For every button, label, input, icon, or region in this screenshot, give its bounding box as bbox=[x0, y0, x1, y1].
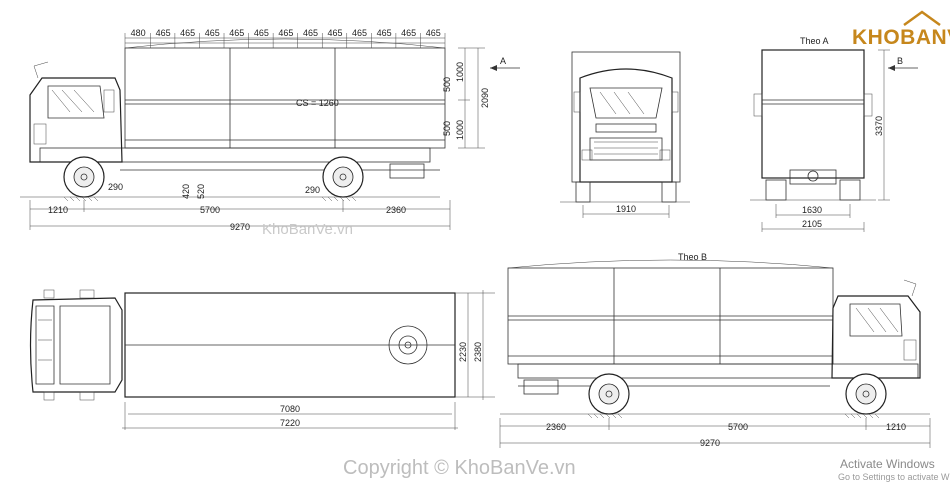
side-top-dim-5: 465 bbox=[254, 28, 269, 38]
side-dim-1210: 1210 bbox=[48, 205, 68, 215]
activate-windows-title: Activate Windows bbox=[840, 457, 935, 471]
side-b-view: Theo B 2360 5700 1210 92 bbox=[499, 252, 931, 448]
side-top-dim-6: 465 bbox=[278, 28, 293, 38]
brand-logo: KHOBANVE bbox=[852, 26, 950, 49]
side-top-dim-1: 465 bbox=[156, 28, 171, 38]
small-dim-520: 520 bbox=[196, 184, 206, 199]
top-length-7220: 7220 bbox=[280, 418, 300, 428]
rear-view: Theo A 1630 2105 3370 B bbox=[750, 36, 918, 232]
top-length-7080: 7080 bbox=[280, 404, 300, 414]
small-dim-290-front: 290 bbox=[108, 182, 123, 192]
side-b-overall-9270: 9270 bbox=[700, 438, 720, 448]
side-overall-9270: 9270 bbox=[230, 222, 250, 232]
view-arrow-b: B bbox=[897, 56, 903, 66]
side-height-2090: 2090 bbox=[480, 88, 490, 108]
watermark-copyright: Copyright © KhoBanVe.vn bbox=[343, 457, 576, 479]
rear-track-1630: 1630 bbox=[802, 205, 822, 215]
side-b-title: Theo B bbox=[678, 252, 707, 262]
rear-width-2105: 2105 bbox=[802, 219, 822, 229]
side-height-500-bottom: 500 bbox=[442, 121, 452, 136]
side-top-dim-3: 465 bbox=[205, 28, 220, 38]
side-top-dim-9: 465 bbox=[352, 28, 367, 38]
logo-roof-icon bbox=[903, 10, 941, 26]
side-height-1000-top: 1000 bbox=[455, 62, 465, 82]
activate-windows-subtitle: Go to Settings to activate Windows. bbox=[838, 472, 950, 482]
side-height-1000-bottom: 1000 bbox=[455, 120, 465, 140]
cs-label: CS = 1260 bbox=[296, 98, 339, 108]
small-dim-420: 420 bbox=[181, 184, 191, 199]
side-height-500-top: 500 bbox=[442, 77, 452, 92]
small-dim-290-rear: 290 bbox=[305, 185, 320, 195]
side-dim-5700: 5700 bbox=[200, 205, 220, 215]
side-top-dim-4: 465 bbox=[229, 28, 244, 38]
side-top-dim-12: 465 bbox=[426, 28, 441, 38]
side-top-dim-7: 465 bbox=[303, 28, 318, 38]
view-arrow-a: A bbox=[500, 56, 506, 66]
side-top-dim-11: 465 bbox=[401, 28, 416, 38]
side-b-dim-2360: 2360 bbox=[546, 422, 566, 432]
side-dim-2360: 2360 bbox=[386, 205, 406, 215]
top-width-2380: 2380 bbox=[473, 342, 483, 362]
side-b-dim-5700: 5700 bbox=[728, 422, 748, 432]
top-width-2230: 2230 bbox=[458, 342, 468, 362]
side-top-dim-8: 465 bbox=[328, 28, 343, 38]
side-top-dim-10: 465 bbox=[377, 28, 392, 38]
top-view: 2230 2380 7080 7220 bbox=[29, 289, 495, 430]
rear-view-title: Theo A bbox=[800, 36, 829, 46]
front-view: 1910 bbox=[560, 51, 690, 218]
side-top-dim-0: 480 bbox=[131, 28, 146, 38]
front-track-1910: 1910 bbox=[616, 204, 636, 214]
side-top-dim-2: 465 bbox=[180, 28, 195, 38]
watermark-center: KhoBanVe.vn bbox=[262, 221, 353, 238]
rear-height-3370: 3370 bbox=[874, 116, 884, 136]
side-b-dim-1210: 1210 bbox=[886, 422, 906, 432]
